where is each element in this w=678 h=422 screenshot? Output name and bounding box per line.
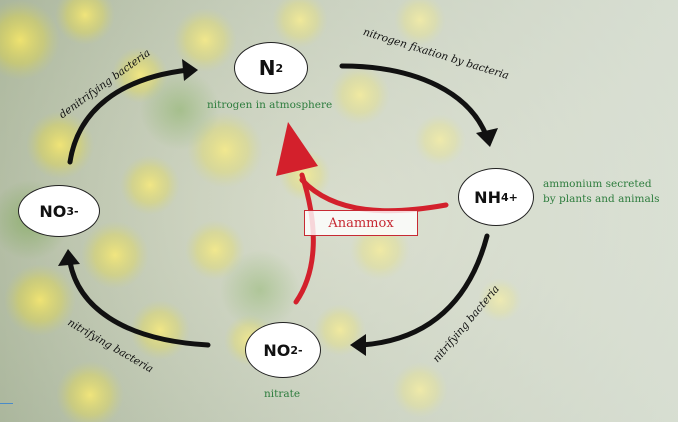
arrow-no3-to-n2 xyxy=(67,67,191,165)
arrow-no2-to-no3 xyxy=(67,259,211,348)
node-nh4-sup: + xyxy=(508,190,518,204)
node-nh4-sub: 4 xyxy=(500,190,509,204)
node-no3-sub: 3 xyxy=(66,204,75,218)
anammox-arrow-from-nh4 xyxy=(299,177,449,214)
node-nh4-main: NH xyxy=(474,187,501,207)
arrowhead-nh4 xyxy=(476,128,498,147)
caption-nh4-line1: ammonium secreted xyxy=(543,178,652,190)
node-n2-main: N xyxy=(258,56,276,80)
anammox-arrow-from-no2 xyxy=(293,172,316,305)
edge-marker-line xyxy=(0,403,13,404)
arrowhead-no3-bottom xyxy=(58,249,80,266)
arrowhead-n2-left xyxy=(182,59,198,81)
anammox-arrowhead xyxy=(276,122,318,176)
arrow-n2-to-nh4 xyxy=(339,63,489,138)
node-no2-main: NO xyxy=(263,340,291,360)
anammox-label: Anammox xyxy=(304,210,418,236)
node-no3-main: NO xyxy=(39,201,67,221)
node-no2-sup: - xyxy=(298,343,303,357)
arrowhead-no2-right xyxy=(350,334,366,356)
arrow-nh4-to-no2 xyxy=(359,233,490,348)
caption-n2: nitrogen in atmosphere xyxy=(207,99,333,111)
node-n2-sub: 2 xyxy=(275,61,284,75)
caption-no2: nitrate xyxy=(264,388,301,400)
caption-nh4-line2: by plants and animals xyxy=(543,193,660,205)
caption-nh4: ammonium secreted by plants and animals xyxy=(543,177,659,207)
node-no3-sup: - xyxy=(74,204,79,218)
node-no2-sub: 2 xyxy=(290,343,299,357)
